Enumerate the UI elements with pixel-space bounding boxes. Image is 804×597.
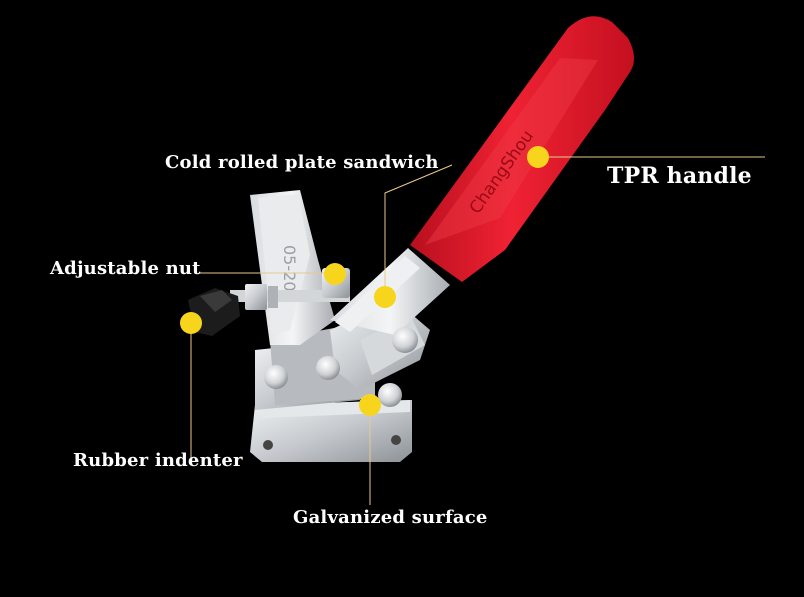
adjustable-nut-part [245, 284, 267, 310]
marker-adjustable-nut [324, 263, 346, 285]
mount-hole [263, 440, 273, 450]
label-tpr-handle: TPR handle [607, 163, 752, 189]
pivot-bolt [392, 327, 418, 353]
marker-tpr-handle [527, 146, 549, 168]
label-rubber-indenter: Rubber indenter [73, 450, 243, 471]
marker-galvanized-surface [359, 394, 381, 416]
label-adjustable-nut: Adjustable nut [50, 258, 201, 279]
pivot-bolt [378, 383, 402, 407]
pivot-bolt [316, 356, 340, 380]
label-galvanized-surface: Galvanized surface [293, 507, 488, 528]
marker-cold-rolled [374, 286, 396, 308]
clamp-arm: 05-201 [250, 190, 335, 345]
leader-line-cold-rolled [384, 164, 453, 296]
base-plate [250, 400, 412, 462]
marker-rubber-indenter [180, 312, 202, 334]
pivot-bolts [264, 327, 418, 407]
markers [180, 146, 549, 416]
label-cold-rolled-plate-sandwich: Cold rolled plate sandwich [165, 152, 439, 173]
tpr-handle-grip: ChangShou [410, 16, 634, 283]
mount-hole [391, 435, 401, 445]
leader-lines [190, 156, 765, 505]
pivot-bolt [264, 365, 288, 389]
